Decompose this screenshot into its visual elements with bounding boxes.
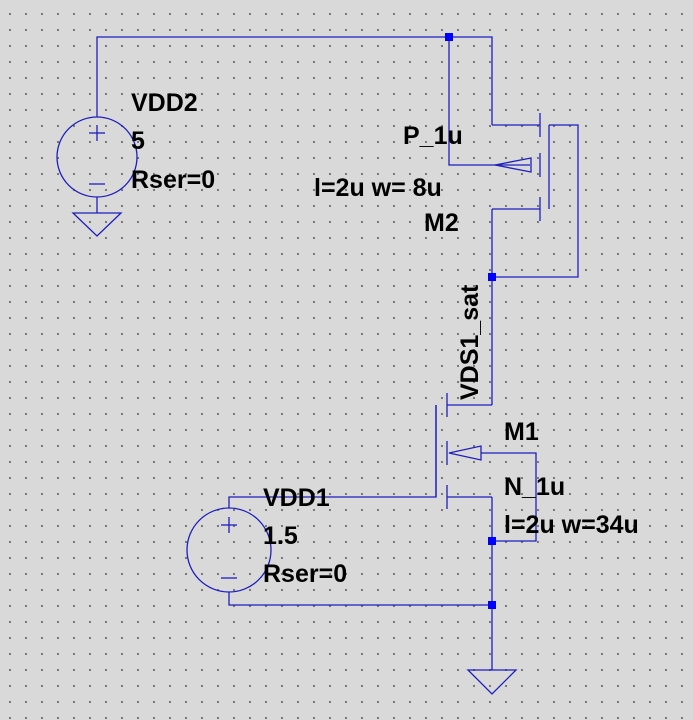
m1-nmos-symbol[interactable] (435, 393, 492, 509)
node-bottom[interactable] (488, 601, 496, 609)
vdd1-value-label: 1.5 (263, 522, 298, 550)
vdd2-ground-icon (71, 212, 123, 237)
vds1-net-label: VDS1_sat (456, 284, 484, 400)
wire-vdd2-top (96, 36, 449, 117)
vdd1-param-label: Rser=0 (263, 560, 348, 588)
m1-params-label: l=2u w=34u (504, 511, 639, 539)
wire-top-right (449, 36, 493, 125)
m2-model-label: P_1u (403, 122, 463, 150)
node-top[interactable] (445, 33, 453, 41)
bottom-ground-icon (466, 669, 518, 695)
m1-model-label: N_1u (504, 473, 566, 501)
vdd2-name-label: VDD2 (131, 89, 198, 117)
wire-m2-body (492, 124, 579, 278)
vdd2-source-symbol[interactable] (56, 116, 138, 198)
vdd2-value-label: 5 (131, 127, 145, 155)
vdd2-param-label: Rser=0 (131, 166, 216, 194)
m2-arrow-icon (494, 157, 532, 173)
wire-m1-gate (228, 405, 437, 508)
vdd1-name-label: VDD1 (263, 484, 330, 512)
m1-name-label: M1 (504, 418, 539, 446)
wire-m1-body (481, 452, 537, 542)
m2-params-label: l=2u w= 8u (314, 174, 442, 202)
m2-pmos-symbol[interactable] (492, 113, 550, 221)
wire-vdd1-bottom (228, 592, 492, 606)
vdd1-source-symbol[interactable] (186, 507, 272, 593)
m2-name-label: M2 (424, 209, 459, 237)
m1-arrow-icon (448, 445, 482, 461)
wires (96, 36, 579, 670)
node-vds1-sat[interactable] (488, 273, 496, 281)
wire-m2-gate-drain (448, 37, 530, 166)
node-m1-body[interactable] (488, 537, 496, 545)
